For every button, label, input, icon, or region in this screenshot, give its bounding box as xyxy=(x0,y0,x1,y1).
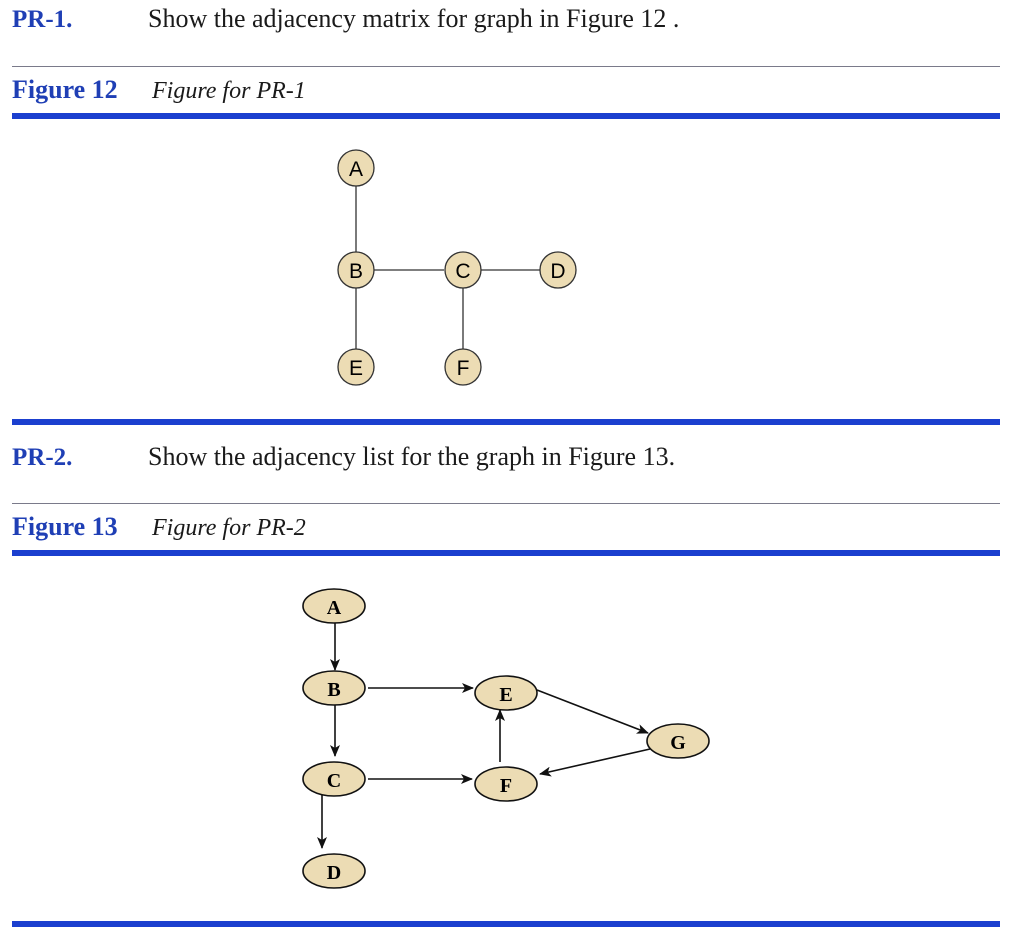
problem-1-text: Show the adjacency matrix for graph in F… xyxy=(148,4,680,33)
figure-12-caption: Figure for PR-1 xyxy=(152,78,306,104)
node-b-label: B xyxy=(349,260,363,283)
figure-13-label: Figure 13 xyxy=(12,512,118,541)
node-b: B xyxy=(337,251,375,289)
node-d: D xyxy=(539,251,577,289)
edge-e-g-arrow xyxy=(536,689,649,734)
figure-12-edges xyxy=(355,186,540,349)
node-f: F xyxy=(444,348,482,386)
node-e: E xyxy=(474,675,538,711)
node-g: G xyxy=(646,723,710,759)
figure-12-bottom-rule xyxy=(12,419,1000,425)
node-d: D xyxy=(302,853,366,889)
node-e-label: E xyxy=(499,684,512,706)
node-d-label: D xyxy=(550,260,565,283)
divider xyxy=(12,66,1000,67)
node-c: C xyxy=(444,251,482,289)
figure-13-caption: Figure for PR-2 xyxy=(152,515,306,541)
node-c-label: C xyxy=(455,260,470,283)
node-b-label: B xyxy=(327,679,340,701)
figure-12-label: Figure 12 xyxy=(12,75,118,104)
divider xyxy=(12,503,1000,504)
node-a: A xyxy=(337,149,375,187)
node-b: B xyxy=(302,670,366,706)
node-a: A xyxy=(302,588,366,624)
node-c-label: C xyxy=(327,770,341,792)
problem-1-label: PR-1. xyxy=(12,6,73,33)
figure-13-nodes: A B C D E F G xyxy=(302,588,710,889)
figure-13-top-rule xyxy=(12,550,1000,556)
problem-2-text: Show the adjacency list for the graph in… xyxy=(148,442,676,471)
figure-12-top-rule xyxy=(12,113,1000,119)
node-e-label: E xyxy=(349,357,363,380)
node-f-label: F xyxy=(500,775,512,797)
problem-2-label: PR-2. xyxy=(12,444,73,471)
node-f-label: F xyxy=(457,357,470,380)
figure-13-bottom-rule xyxy=(12,921,1000,927)
node-c: C xyxy=(302,761,366,797)
node-g-label: G xyxy=(670,732,686,754)
node-f: F xyxy=(474,766,538,802)
node-a-label: A xyxy=(327,597,342,619)
edge-g-f-arrow xyxy=(539,748,651,777)
node-e: E xyxy=(337,348,375,386)
figure-13-edges xyxy=(317,622,651,849)
figure-12-nodes: A B C D E F xyxy=(337,149,577,386)
node-a-label: A xyxy=(349,158,363,181)
node-d-label: D xyxy=(327,862,341,884)
